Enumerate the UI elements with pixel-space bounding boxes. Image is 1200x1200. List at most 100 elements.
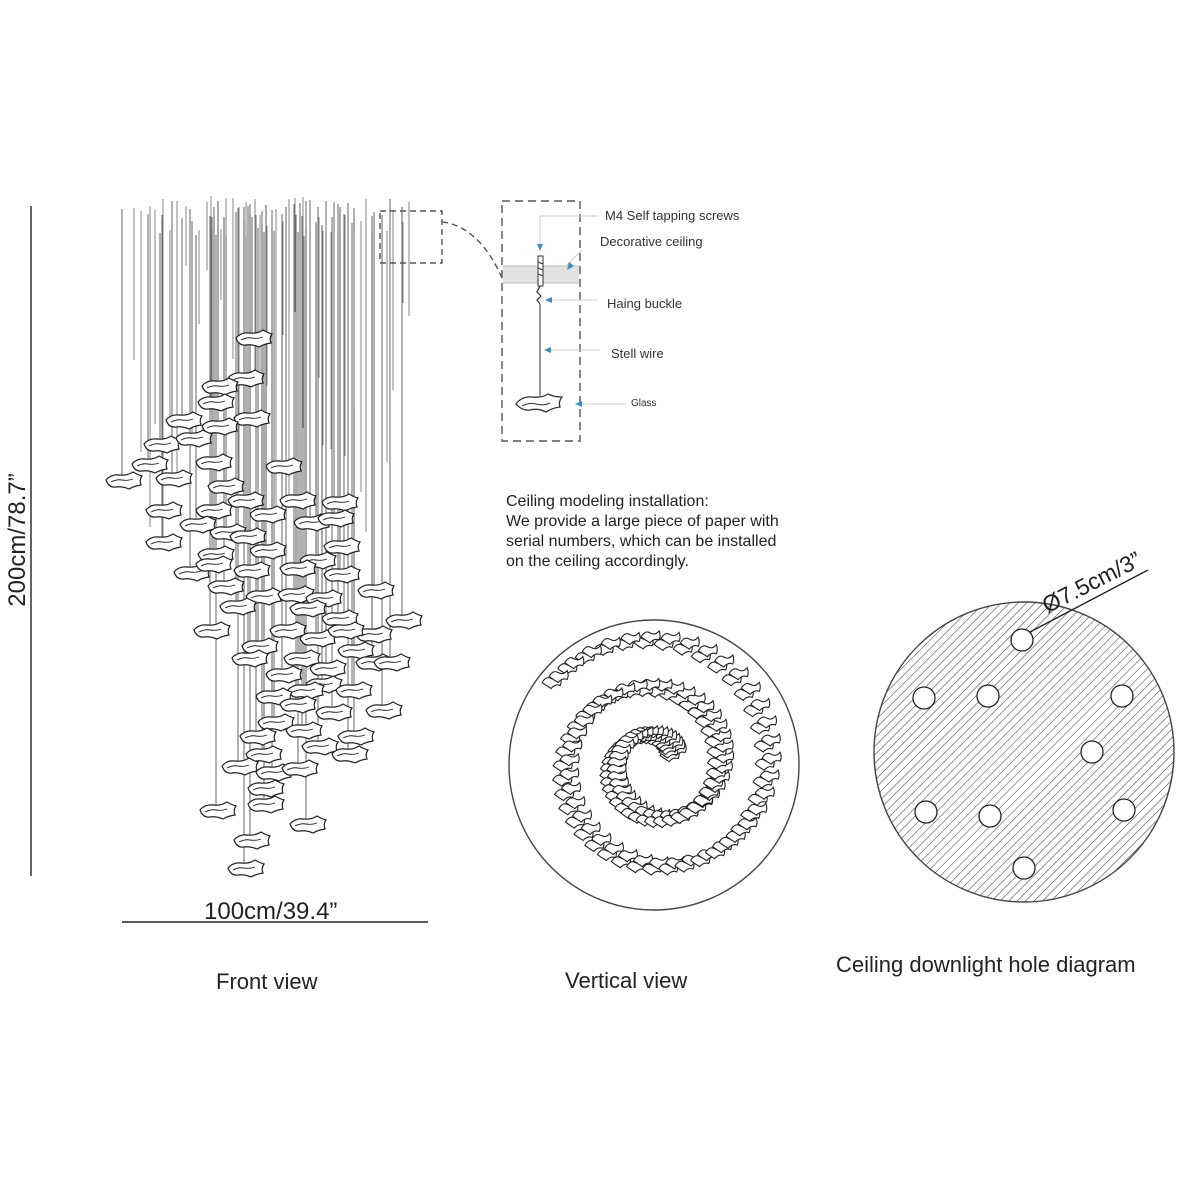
glass-piece-fold xyxy=(206,424,230,429)
detail-frame xyxy=(501,200,581,442)
glass-piece-fold xyxy=(328,544,352,549)
glass-piece-fold xyxy=(254,548,278,553)
installation-detail-panel xyxy=(501,200,626,442)
glass-piece-fold xyxy=(110,478,134,483)
detail-callout-connector xyxy=(441,221,503,279)
glass-piece-fold xyxy=(250,752,274,757)
hole-icon xyxy=(1112,798,1136,822)
glass-piece-fold xyxy=(232,376,256,381)
glass-piece-icon xyxy=(660,631,681,646)
glass-piece-icon xyxy=(740,681,761,696)
glass-piece-fold xyxy=(284,566,308,571)
screw-thread xyxy=(537,267,544,271)
hole-icon xyxy=(978,804,1002,828)
glass-piece-icon xyxy=(679,636,700,650)
glass-piece-fold xyxy=(246,644,270,649)
glass-piece-icon xyxy=(759,769,780,783)
glass-piece-icon xyxy=(600,636,621,651)
width-dimension-label: 100cm/39.4” xyxy=(204,898,338,925)
glass-piece-fold xyxy=(294,822,318,827)
glass-piece-fold xyxy=(270,464,294,469)
glass-piece-fold xyxy=(360,632,384,637)
arrow-ceiling xyxy=(567,262,574,270)
glass-piece-fold xyxy=(252,802,276,807)
glass-piece-fold xyxy=(288,656,312,661)
glass-piece-fold xyxy=(136,462,160,467)
glass-piece-fold xyxy=(298,520,322,525)
glass-piece-fold xyxy=(202,552,226,557)
glass-piece-fold xyxy=(378,660,402,665)
glass-piece-fold xyxy=(200,460,224,465)
glass-piece-fold xyxy=(274,628,298,633)
glass-piece-icon xyxy=(714,653,735,668)
glass-piece-fold xyxy=(226,764,250,769)
glass-piece-icon xyxy=(580,821,601,836)
front-view-wires xyxy=(121,196,410,865)
hole-icon xyxy=(912,686,936,710)
glass-piece-fold xyxy=(254,512,278,517)
glass-piece-fold xyxy=(332,628,356,633)
glass-piece-fold xyxy=(234,534,258,539)
glass-piece-icon xyxy=(756,714,778,729)
glass-piece-fold xyxy=(306,744,330,749)
glass-piece-fold xyxy=(270,672,294,677)
glass-piece-fold xyxy=(262,720,286,725)
glass-piece-icon xyxy=(564,655,585,670)
glass-piece-fold xyxy=(198,628,222,633)
label-wire: Stell wire xyxy=(611,346,664,361)
glass-piece-icon xyxy=(617,848,638,863)
glass-piece-fold xyxy=(260,694,284,699)
glass-piece-fold xyxy=(150,540,174,545)
label-buckle: Haing buckle xyxy=(607,296,683,311)
hole-icon xyxy=(1110,684,1134,708)
hole-icon xyxy=(1010,628,1034,652)
installation-note-line: on the ceiling accordingly. xyxy=(506,553,689,570)
glass-piece-fold xyxy=(170,418,194,423)
glass-piece-fold xyxy=(202,400,226,405)
glass-piece-fold xyxy=(290,728,314,733)
glass-piece-fold xyxy=(178,570,202,575)
glass-piece-fold xyxy=(370,708,394,713)
glass-piece-fold xyxy=(342,734,366,739)
glass-piece-fold xyxy=(232,498,256,503)
glass-piece-fold xyxy=(224,604,248,609)
glass-piece-icon xyxy=(591,832,612,847)
glass-piece-fold xyxy=(244,734,268,739)
installation-note-line: We provide a large piece of paper with xyxy=(506,513,779,530)
detail-callout-box xyxy=(379,210,443,264)
glass-piece-fold xyxy=(212,584,236,589)
glass-piece-fold xyxy=(200,508,224,513)
glass-piece-fold xyxy=(260,770,284,775)
front-view-glass-pieces xyxy=(105,329,424,878)
glass-piece-icon xyxy=(640,629,661,644)
glass-piece-icon xyxy=(571,809,592,823)
screw-shape xyxy=(537,255,544,287)
arrow-buckle xyxy=(545,297,552,303)
caption-front-view: Front view xyxy=(216,969,318,994)
glass-piece-fold xyxy=(250,594,274,599)
screw-thread xyxy=(537,273,544,277)
glass-piece-fold xyxy=(148,442,172,447)
label-screws: M4 Self tapping screws xyxy=(605,208,740,223)
hole-icon xyxy=(914,800,938,824)
glass-piece-fold xyxy=(150,508,174,513)
glass-piece-fold xyxy=(362,588,386,593)
glass-piece-fold xyxy=(336,752,360,757)
glass-piece-fold xyxy=(326,500,350,505)
hole-icon xyxy=(976,684,1000,708)
installation-note: Ceiling modeling installation: We provid… xyxy=(506,492,846,572)
glass-piece-fold xyxy=(284,498,308,503)
glass-piece-fold xyxy=(232,866,256,871)
glass-piece-icon xyxy=(562,738,583,753)
glass-piece-fold xyxy=(200,562,224,567)
glass-piece-fold xyxy=(184,522,208,527)
installation-note-line: serial numbers, which can be installed xyxy=(506,533,777,550)
glass-piece-fold xyxy=(160,476,184,481)
vertical-view-spiral xyxy=(541,629,782,876)
glass-piece-fold xyxy=(286,766,310,771)
glass-piece-icon xyxy=(573,713,594,728)
glass-piece-fold xyxy=(328,572,352,577)
glass-piece-fold xyxy=(212,484,236,489)
